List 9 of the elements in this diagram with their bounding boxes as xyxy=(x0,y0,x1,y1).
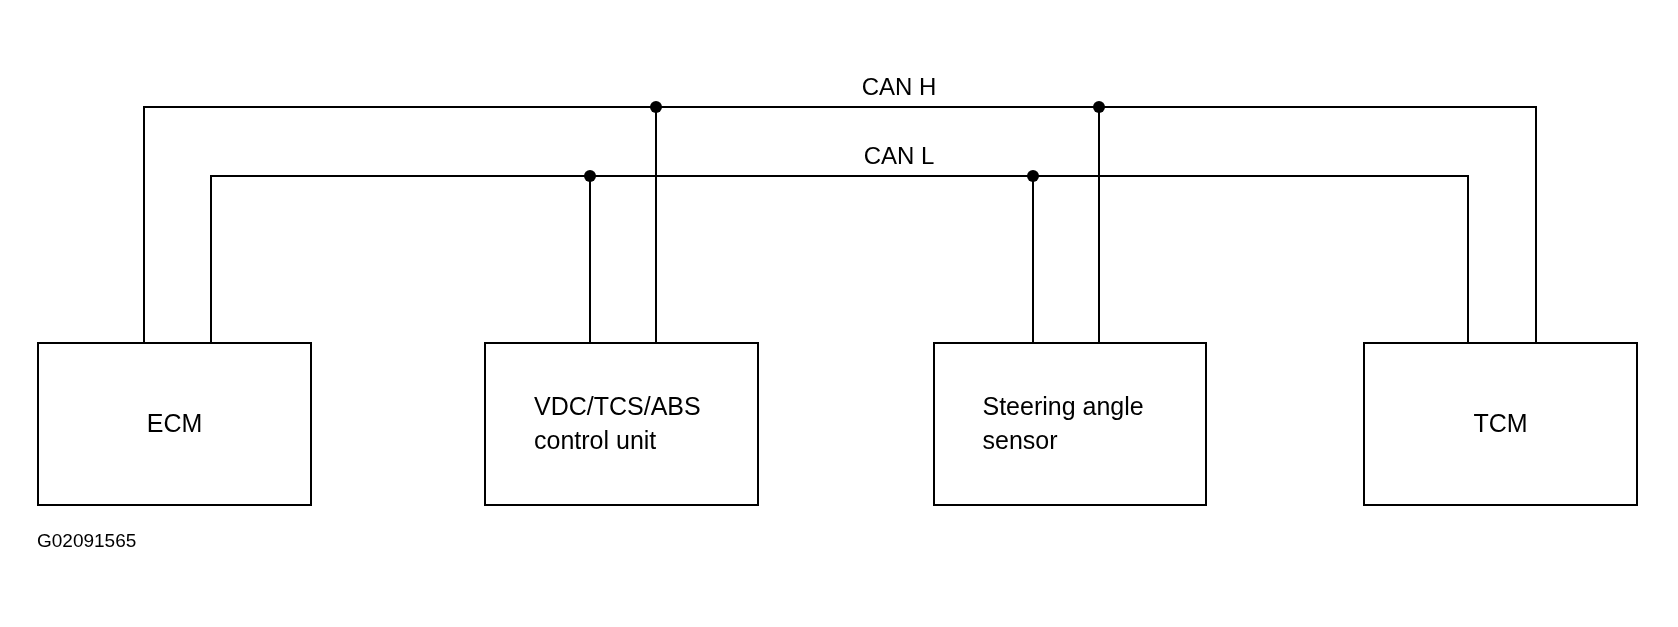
control-unit-box xyxy=(37,342,312,506)
box-label: Steering angle sensor xyxy=(982,391,1145,456)
control-unit-box xyxy=(1363,342,1638,506)
box-label: ECM xyxy=(146,408,203,440)
box-label: TCM xyxy=(1473,408,1528,440)
control-unit-box xyxy=(484,342,759,506)
control-unit-box xyxy=(933,342,1207,506)
figure-code: G02091565 xyxy=(37,530,137,552)
box-label: VDC/TCS/ABS control unit xyxy=(534,391,702,456)
